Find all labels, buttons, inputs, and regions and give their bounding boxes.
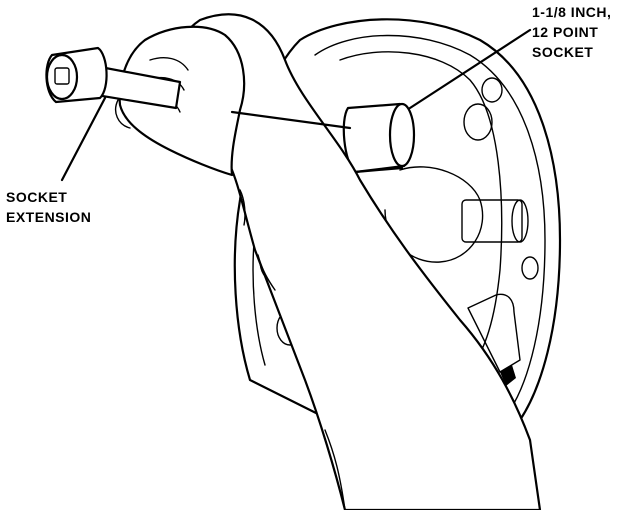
extension-label-line-2: EXTENSION bbox=[6, 209, 91, 225]
extension-to-socket bbox=[230, 110, 352, 130]
hand-outline bbox=[118, 25, 246, 177]
hub-hole-right bbox=[521, 256, 539, 280]
hub-lug-shadow bbox=[500, 365, 516, 386]
socket-label-line-1: 1-1/8 INCH, bbox=[532, 4, 611, 20]
socket-leader-line bbox=[408, 28, 532, 110]
hub-inner-rim bbox=[314, 34, 546, 411]
extension-callout: SOCKET EXTENSION bbox=[6, 189, 91, 225]
hub-spindle-end bbox=[511, 199, 529, 243]
hub-hole-upper-right bbox=[481, 77, 503, 103]
hub-spindle bbox=[461, 199, 523, 243]
hub-hole-top bbox=[463, 103, 493, 141]
socket-callout: 1-1/8 INCH, 12 POINT SOCKET bbox=[532, 4, 611, 60]
finger-1 bbox=[149, 57, 189, 71]
sleeve-fold-3 bbox=[324, 429, 346, 510]
socket-shadow bbox=[353, 166, 404, 174]
extension-label-line-1: SOCKET bbox=[6, 189, 67, 205]
socket-extension bbox=[45, 46, 352, 130]
socket-label-line-3: SOCKET bbox=[532, 44, 593, 60]
sleeve-fold-1 bbox=[239, 189, 246, 226]
extension-leader-line bbox=[60, 96, 107, 182]
sleeve-fold-2 bbox=[257, 254, 276, 291]
socket-label-line-2: 12 POINT bbox=[532, 24, 598, 40]
extension-square-drive bbox=[54, 67, 70, 85]
socket-face bbox=[388, 102, 416, 168]
extension-end bbox=[45, 53, 79, 101]
hub-lower-lug bbox=[467, 293, 521, 373]
thumb bbox=[114, 99, 131, 129]
hub-face bbox=[339, 51, 503, 371]
twelve-point-socket bbox=[342, 102, 416, 174]
